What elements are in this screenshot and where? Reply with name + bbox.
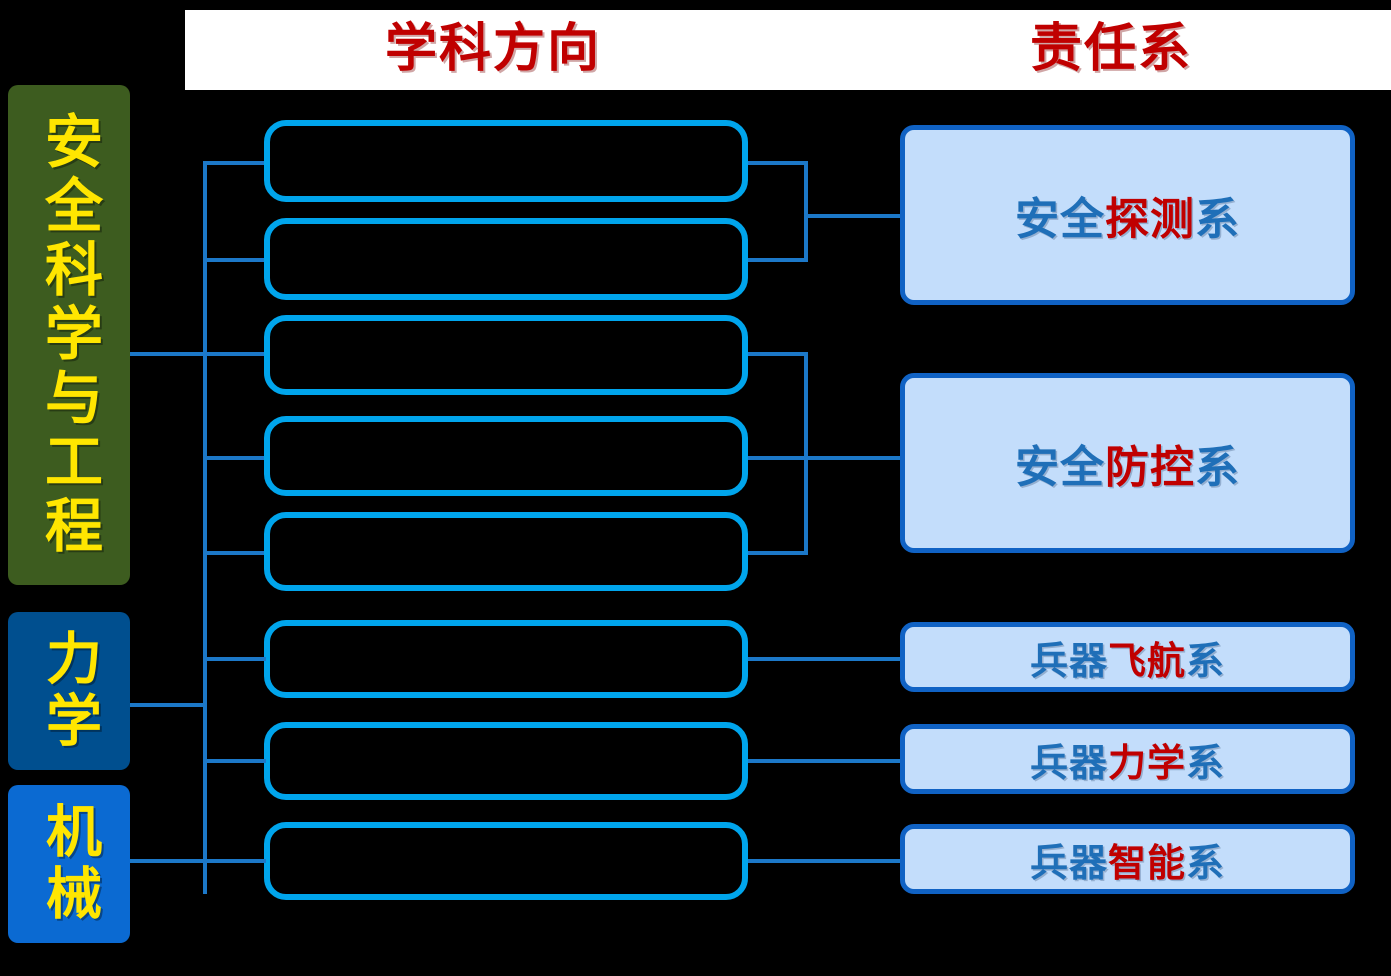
connector-dir4-out bbox=[748, 551, 808, 555]
direction-box-5[interactable] bbox=[264, 512, 748, 591]
connector-dir2-out bbox=[748, 352, 808, 356]
department-label-prevention: 安全防控系 bbox=[1015, 442, 1240, 493]
connector-merge-detection bbox=[804, 161, 808, 262]
direction-box-4[interactable] bbox=[264, 416, 748, 496]
discipline-block-mechanics[interactable]: 力学 bbox=[8, 612, 130, 770]
connector-discipline0-to-dir0 bbox=[203, 161, 266, 165]
connector-to-dept-flight bbox=[748, 657, 902, 661]
header-title-departments: 责任系 bbox=[1030, 19, 1193, 79]
connector-discipline0-stem bbox=[130, 352, 207, 356]
connector-discipline2-to-dir7 bbox=[130, 859, 266, 863]
header-bar: 学科方向 责任系 bbox=[185, 10, 1391, 90]
discipline-block-safety-science[interactable]: 安全科学与工程 bbox=[8, 85, 130, 585]
connector-discipline1-to-dir6 bbox=[203, 759, 266, 763]
direction-box-3[interactable] bbox=[264, 315, 748, 395]
department-label-detection: 安全探测系 bbox=[1015, 194, 1240, 245]
direction-box-2[interactable] bbox=[264, 218, 748, 300]
direction-box-8[interactable] bbox=[264, 822, 748, 900]
department-box-intelligence[interactable]: 兵器智能系 bbox=[900, 824, 1355, 894]
connector-discipline0-to-dir1 bbox=[203, 258, 266, 262]
connector-dir3-out bbox=[748, 456, 808, 460]
direction-box-7[interactable] bbox=[264, 722, 748, 800]
connector-discipline1-trunk bbox=[203, 657, 207, 763]
connector-dir0-out bbox=[748, 161, 808, 165]
connector-to-dept-prevention bbox=[804, 456, 902, 460]
department-label-flight: 兵器飞航系 bbox=[1029, 638, 1226, 683]
connector-discipline0-trunk bbox=[203, 163, 207, 894]
connector-discipline0-to-dir3 bbox=[203, 456, 266, 460]
header-title-directions: 学科方向 bbox=[385, 19, 602, 79]
direction-box-1[interactable] bbox=[264, 120, 748, 202]
department-box-flight[interactable]: 兵器飞航系 bbox=[900, 622, 1355, 692]
connector-dir1-out bbox=[748, 258, 808, 262]
connector-merge-prevention bbox=[804, 352, 808, 555]
discipline-block-machinery[interactable]: 机械 bbox=[8, 785, 130, 943]
department-label-intelligence: 兵器智能系 bbox=[1029, 840, 1226, 885]
connector-to-dept-intelligence bbox=[748, 859, 902, 863]
connector-discipline1-to-dir5 bbox=[203, 657, 266, 661]
department-box-detection[interactable]: 安全探测系 bbox=[900, 125, 1355, 305]
connector-to-dept-detection bbox=[804, 214, 902, 218]
direction-box-6[interactable] bbox=[264, 620, 748, 698]
connector-discipline0-to-dir2 bbox=[203, 352, 266, 356]
department-box-prevention[interactable]: 安全防控系 bbox=[900, 373, 1355, 553]
connector-discipline1-stem bbox=[130, 703, 207, 707]
department-box-mechanics[interactable]: 兵器力学系 bbox=[900, 724, 1355, 794]
department-label-mechanics: 兵器力学系 bbox=[1029, 740, 1226, 785]
connector-discipline0-to-dir4 bbox=[203, 551, 266, 555]
connector-to-dept-mechanics bbox=[748, 759, 902, 763]
